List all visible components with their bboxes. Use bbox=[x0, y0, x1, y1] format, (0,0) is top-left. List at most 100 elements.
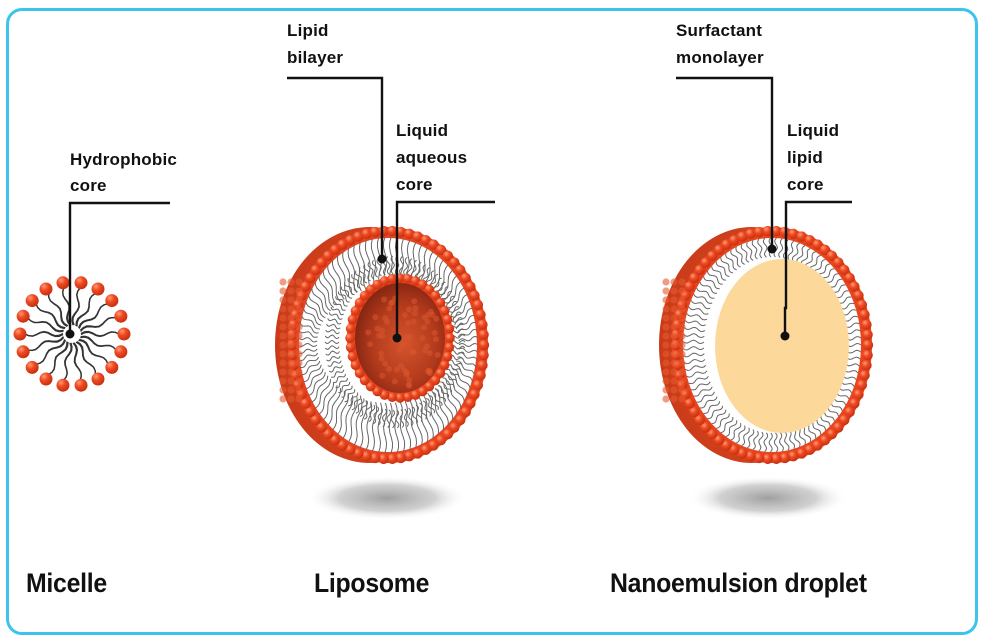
micelle-head bbox=[56, 276, 69, 289]
label-line: bilayer bbox=[287, 44, 343, 71]
droplet-shadow bbox=[688, 476, 848, 520]
label-aqueous-core: Liquid aqueous core bbox=[396, 117, 467, 198]
shell-particle bbox=[678, 359, 685, 366]
shell-particle bbox=[670, 386, 677, 393]
shell-particle bbox=[279, 341, 286, 348]
shell-particle bbox=[287, 323, 294, 330]
core-particle bbox=[379, 373, 385, 379]
micelle-head bbox=[105, 294, 118, 307]
micelle-head bbox=[40, 373, 53, 386]
shell-particle bbox=[662, 278, 669, 285]
bilayer-inner-head bbox=[348, 352, 358, 362]
label-line: aqueous bbox=[396, 144, 467, 171]
micelle-tail bbox=[36, 339, 65, 364]
monolayer-head bbox=[684, 398, 694, 408]
shell-particle bbox=[662, 377, 669, 384]
bilayer-inner-head bbox=[445, 324, 455, 334]
shell-particle bbox=[678, 287, 685, 294]
shell-particle bbox=[678, 377, 685, 384]
core-particle bbox=[384, 319, 390, 325]
core-particle bbox=[386, 366, 392, 372]
micelle-tail bbox=[79, 304, 108, 329]
shell-particle bbox=[670, 323, 677, 330]
monolayer-head bbox=[862, 350, 872, 360]
nanoemulsion-droplet bbox=[659, 226, 873, 464]
shell-particle bbox=[662, 368, 669, 375]
micelle-head bbox=[17, 345, 30, 358]
micelle-head bbox=[14, 328, 27, 341]
core-particle bbox=[402, 312, 408, 318]
shell-particle bbox=[295, 359, 302, 366]
core-particle bbox=[421, 324, 427, 330]
label-lipid-bilayer: Lipid bilayer bbox=[287, 17, 343, 71]
core-particle bbox=[367, 341, 373, 347]
core-particle bbox=[382, 361, 388, 367]
shell-particle bbox=[279, 332, 286, 339]
shell-particle bbox=[287, 314, 294, 321]
shell-particle bbox=[295, 314, 302, 321]
label-lipid-core: Liquid lipid core bbox=[787, 117, 839, 198]
core-particle bbox=[388, 300, 394, 306]
droplet-lipid-core bbox=[715, 259, 849, 433]
core-particle bbox=[422, 314, 428, 320]
monolayer-head bbox=[853, 290, 863, 300]
core-particle bbox=[411, 298, 417, 304]
label-line: monolayer bbox=[676, 44, 764, 71]
micelle-head bbox=[75, 276, 88, 289]
micelle-tail bbox=[80, 318, 116, 331]
shell-particle bbox=[670, 341, 677, 348]
bilayer-outer-head bbox=[473, 380, 483, 390]
monolayer-head bbox=[853, 389, 863, 399]
title-nanoemulsion-droplet: Nanoemulsion droplet bbox=[610, 568, 867, 599]
shell-particle bbox=[678, 305, 685, 312]
shell-particle bbox=[295, 395, 302, 402]
shell-particle bbox=[678, 296, 685, 303]
bilayer-outer-head bbox=[465, 281, 475, 291]
shell-particle bbox=[279, 323, 286, 330]
dot-hydrophobic-core bbox=[66, 330, 75, 339]
shell-particle bbox=[295, 296, 302, 303]
core-particle bbox=[413, 305, 419, 311]
core-particle bbox=[407, 334, 413, 340]
core-particle bbox=[392, 379, 398, 385]
shell-particle bbox=[279, 287, 286, 294]
monolayer-head bbox=[861, 360, 871, 370]
core-particle bbox=[406, 306, 412, 312]
shell-particle bbox=[670, 350, 677, 357]
monolayer-head bbox=[857, 380, 867, 390]
micelle-head bbox=[56, 379, 69, 392]
shell-particle bbox=[295, 332, 302, 339]
core-particle bbox=[425, 368, 431, 374]
shell-particle bbox=[279, 368, 286, 375]
core-particle bbox=[365, 329, 371, 335]
shell-particle bbox=[678, 386, 685, 393]
shell-particle bbox=[670, 296, 677, 303]
dot-surfactant-monolayer bbox=[768, 245, 777, 254]
core-particle bbox=[427, 350, 433, 356]
title-liposome: Liposome bbox=[314, 568, 429, 599]
shell-particle bbox=[287, 350, 294, 357]
shell-particle bbox=[279, 296, 286, 303]
shell-particle bbox=[295, 287, 302, 294]
shell-particle bbox=[678, 332, 685, 339]
bilayer-outer-head bbox=[477, 319, 487, 329]
bilayer-outer-head bbox=[475, 370, 485, 380]
core-particle bbox=[404, 372, 410, 378]
core-particle bbox=[386, 305, 392, 311]
micelle-head bbox=[75, 379, 88, 392]
core-particle bbox=[381, 297, 387, 303]
shell-particle bbox=[287, 287, 294, 294]
shell-particle bbox=[678, 341, 685, 348]
micelle-head bbox=[40, 282, 53, 295]
shell-particle bbox=[678, 314, 685, 321]
shell-particle bbox=[670, 314, 677, 321]
shell-particle bbox=[662, 314, 669, 321]
shell-particle bbox=[295, 386, 302, 393]
bilayer-outer-head bbox=[477, 360, 487, 370]
shell-particle bbox=[662, 296, 669, 303]
label-line: Lipid bbox=[287, 17, 343, 44]
shell-particle bbox=[678, 323, 685, 330]
micelle-head bbox=[118, 328, 131, 341]
shell-particle bbox=[287, 386, 294, 393]
bilayer-inner-head bbox=[445, 343, 455, 353]
